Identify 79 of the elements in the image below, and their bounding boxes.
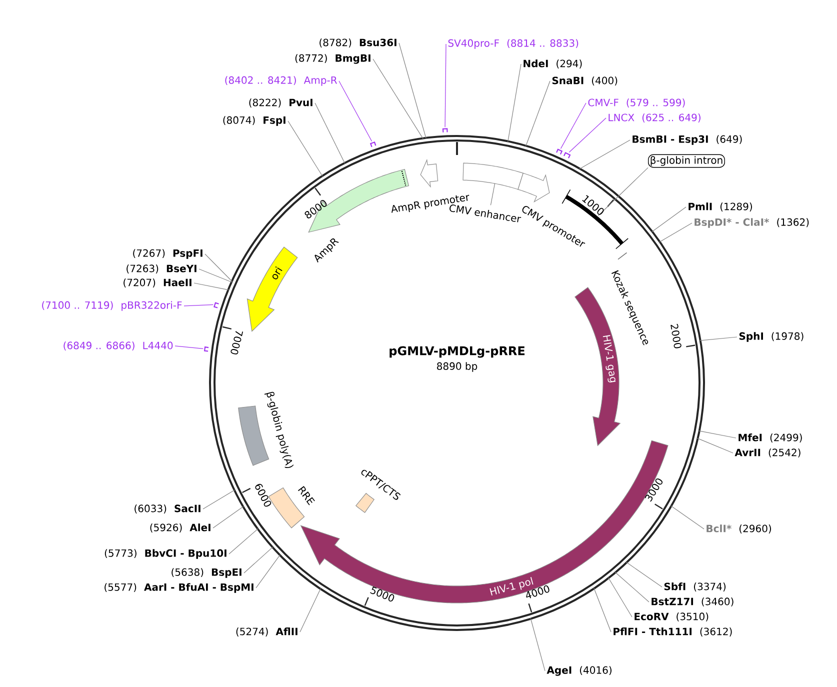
site-label: (5274) AflII <box>236 628 298 636</box>
leader-line <box>314 102 346 164</box>
site-label: (8772) BmgBI <box>295 54 370 64</box>
leader-line <box>174 346 204 350</box>
leader-line <box>525 80 550 147</box>
site-label: (7267) PspFI <box>133 249 202 259</box>
leader-line <box>228 528 258 554</box>
primer-label: (6849 .. 6866) L4440 <box>64 342 173 350</box>
leader-line <box>670 505 704 530</box>
leader-line <box>194 282 230 290</box>
leader-line <box>256 554 280 588</box>
plasmid-size: 8890 bp <box>437 362 478 372</box>
leader-line <box>579 140 630 170</box>
leader-line <box>659 222 692 242</box>
primer-mark <box>563 152 571 158</box>
leader-line <box>651 206 686 232</box>
site-label: BspDI* - ClaI* (1362) <box>694 218 809 228</box>
leader-line <box>608 577 632 618</box>
leader-line <box>204 254 233 282</box>
site-label: (5773) BbvCI - Bpu10I <box>104 549 226 559</box>
site-label: BsmBI - Esp3I (649) <box>632 135 742 145</box>
site-label: (6033) SacII <box>134 504 200 514</box>
leader-line <box>598 167 648 216</box>
tick-label: 7000 <box>230 331 244 354</box>
site-label: (5926) AleI <box>150 524 210 532</box>
site-label: PflFI - Tth111I (3612) <box>614 628 732 636</box>
site-label: SnaBI (400) <box>552 76 618 86</box>
primer-mark <box>204 346 209 352</box>
leader-line <box>530 618 546 672</box>
site-label: SphI (1978) <box>739 332 804 342</box>
leader-line <box>696 438 734 454</box>
site-label: PmlI (1289) <box>688 202 752 212</box>
primer-label: CMV-F (579 .. 599) <box>588 98 685 108</box>
leader-line <box>614 572 650 602</box>
primer-label: (8402 .. 8421) Amp-R <box>225 76 338 86</box>
leader-line <box>372 58 424 140</box>
primer-label: LNCX (625 .. 649) <box>608 114 700 122</box>
feature-label-box: β-globin intron <box>648 154 725 168</box>
leader-line <box>594 588 612 632</box>
leader-line <box>508 64 522 142</box>
primer-label: SV40pro-F (8814 .. 8833) <box>448 39 578 49</box>
site-label: (5638) BspEI <box>172 568 242 578</box>
site-label: MfeI (2499) <box>738 434 802 442</box>
tick-label: 5000 <box>370 586 394 602</box>
leader-line <box>398 42 426 139</box>
leader-line <box>338 80 372 142</box>
site-label: AvrII (2542) <box>734 448 800 458</box>
leader-line <box>626 562 662 588</box>
site-label: (8782) Bsu36I <box>320 38 396 48</box>
leader-line <box>202 490 236 510</box>
site-label: AgeI (4016) <box>546 666 612 676</box>
leader-line <box>300 588 321 632</box>
feature-annotation: ori <box>246 246 298 332</box>
plasmid-name: pGMLV-pMDLg-pRRE <box>390 346 524 358</box>
leader-line <box>560 102 586 149</box>
primer-mark <box>556 148 563 155</box>
primer-mark <box>214 302 219 308</box>
site-label: EcoRV (3510) <box>634 612 708 622</box>
leader-line <box>698 430 736 438</box>
primer-label: (7100 .. 7119) pBR322ori-F <box>42 301 182 311</box>
leader-line <box>700 336 738 341</box>
site-label: BclI* (2960) <box>706 524 772 534</box>
site-label: (7207) HaeII <box>124 278 192 288</box>
tick-label: 2000 <box>670 324 682 348</box>
site-label: (8222) PvuI <box>249 98 312 108</box>
leader-line <box>244 546 274 574</box>
site-label: (5577) AarI - BfuAI - BspMI <box>104 583 254 593</box>
site-label: NdeI (294) <box>524 60 582 68</box>
leader-line <box>198 268 232 283</box>
leader-line <box>212 506 244 528</box>
leader-line <box>184 304 214 306</box>
primer-mark <box>442 128 448 132</box>
primer-mark <box>370 142 376 148</box>
site-label: (7263) BseYI <box>126 264 196 274</box>
leader-line <box>288 120 323 177</box>
site-label: (8074) FspI <box>223 116 286 126</box>
leader-line <box>444 44 446 128</box>
tick-label: 6000 <box>255 484 272 507</box>
leader-line <box>568 118 606 153</box>
